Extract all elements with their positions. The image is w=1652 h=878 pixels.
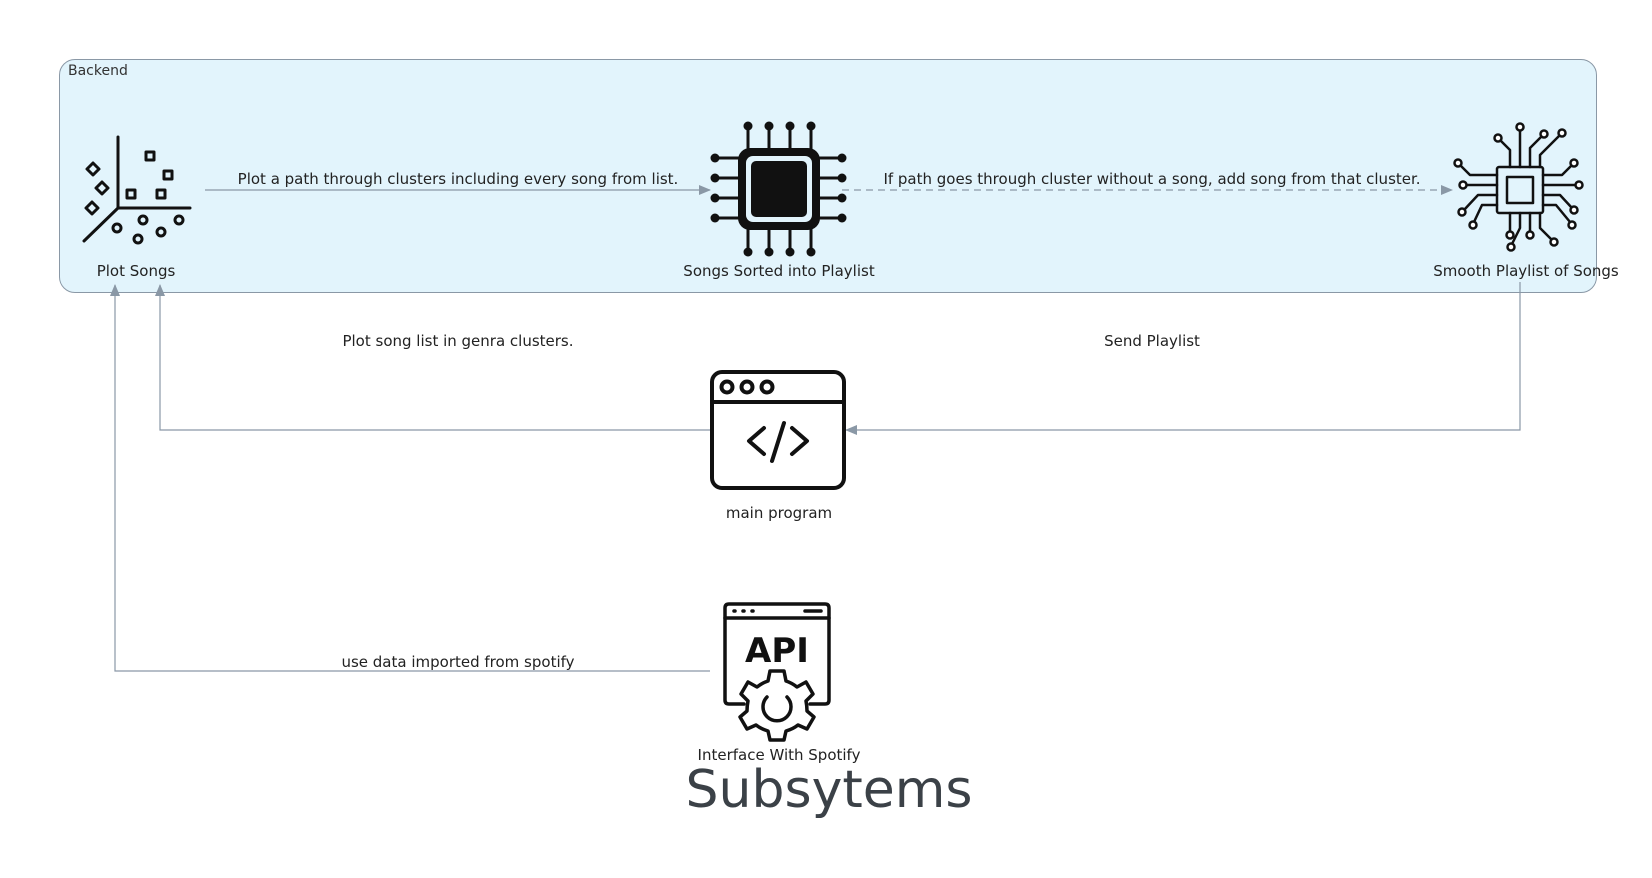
node-label-plot-songs: Plot Songs xyxy=(96,262,176,280)
edge-main-to-plot xyxy=(155,284,710,431)
cpu-chip-icon xyxy=(710,121,847,257)
code-window-icon xyxy=(710,370,846,490)
edge-label-add-song: If path goes through cluster without a s… xyxy=(881,170,1423,188)
scatter-plot-icon xyxy=(82,135,192,245)
edge-label-plot-path: Plot a path through clusters including e… xyxy=(235,170,681,188)
node-label-interface-spotify: Interface With Spotify xyxy=(697,746,861,764)
backend-group-label: Backend xyxy=(68,63,128,79)
api-gear-icon: API xyxy=(723,602,831,742)
edge-smooth-to-main xyxy=(845,282,1521,435)
edge-label-plot-clusters: Plot song list in genra clusters. xyxy=(342,332,574,350)
svg-text:API: API xyxy=(745,631,809,671)
node-label-smooth-playlist: Smooth Playlist of Songs xyxy=(1433,262,1619,280)
edge-api-to-plot xyxy=(110,284,710,672)
node-label-songs-sorted: Songs Sorted into Playlist xyxy=(683,262,875,280)
edge-label-spotify-data: use data imported from spotify xyxy=(341,653,575,671)
diagram-title: Subsytems xyxy=(685,760,973,820)
circuit-chip-icon xyxy=(1453,122,1584,252)
node-label-main-program: main program xyxy=(725,504,833,522)
edge-label-send-playlist: Send Playlist xyxy=(1104,332,1200,350)
